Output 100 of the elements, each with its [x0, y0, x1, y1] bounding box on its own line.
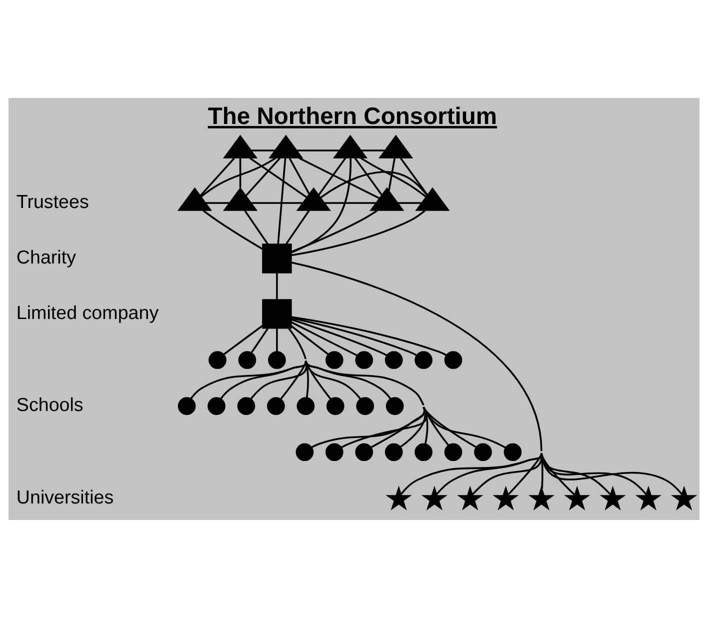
node-circle: [208, 397, 226, 415]
connector: [245, 158, 281, 196]
node-circle: [238, 351, 256, 369]
connector: [341, 406, 427, 448]
node-circle: [268, 351, 286, 369]
node-triangle: [177, 187, 212, 211]
connector: [291, 317, 417, 356]
node-box: [262, 244, 292, 274]
connector: [400, 406, 426, 448]
connector: [280, 360, 307, 400]
connector: [388, 158, 396, 191]
node-circle: [237, 397, 256, 415]
node-circle: [384, 443, 403, 462]
node-triangle: [332, 134, 368, 158]
connector: [291, 316, 447, 356]
connector: [291, 210, 426, 256]
node-circle: [414, 351, 432, 369]
node-triangle: [378, 134, 414, 158]
node-circle: [414, 443, 432, 462]
connector: [202, 210, 264, 250]
node-box: [262, 299, 292, 329]
connector: [422, 406, 477, 448]
connector: [291, 210, 378, 253]
connector: [290, 321, 358, 356]
connector: [540, 452, 611, 495]
node-circle: [325, 351, 344, 369]
connector: [286, 210, 310, 244]
connector: [472, 453, 542, 495]
connector: [422, 406, 450, 446]
connector: [370, 406, 426, 448]
connector: [239, 158, 242, 188]
node-circle: [296, 443, 314, 462]
node-circle: [326, 397, 344, 415]
node-triangle: [222, 134, 258, 158]
label: Universities: [16, 486, 114, 508]
connector: [398, 202, 422, 204]
node-star: [492, 486, 519, 510]
node-triangle: [296, 187, 331, 211]
connector: [540, 452, 647, 495]
connector: [436, 453, 542, 495]
node-circle: [474, 443, 492, 462]
connector: [400, 158, 428, 196]
connector: [276, 272, 278, 300]
node-circle: [355, 351, 374, 369]
connector: [320, 171, 428, 198]
diagram-title: The Northern Consortium: [208, 102, 498, 130]
node-star: [528, 486, 554, 510]
node-star: [600, 486, 626, 510]
connector: [206, 202, 230, 204]
node-circle: [355, 443, 374, 462]
connector: [249, 157, 307, 198]
node-circle: [356, 397, 374, 415]
node-circle: [208, 351, 226, 369]
label: Limited company: [16, 302, 159, 324]
connector: [422, 406, 428, 444]
node-circle: [384, 351, 403, 369]
connector: [304, 360, 392, 400]
node-star: [421, 486, 448, 510]
node-triangle: [268, 134, 304, 158]
connector: [304, 360, 426, 448]
connector: [360, 157, 426, 198]
connector: [324, 202, 376, 204]
node-circle: [325, 443, 344, 462]
label: Charity: [16, 246, 76, 268]
label: Trustees: [16, 191, 89, 212]
connector: [250, 360, 308, 400]
node-triangle: [370, 187, 404, 211]
node-circle: [178, 397, 196, 415]
node-star: [671, 486, 698, 510]
connector: [508, 452, 542, 495]
connector: [318, 158, 346, 196]
connector: [200, 157, 276, 198]
connector: [244, 210, 268, 244]
node-circle: [267, 397, 285, 415]
connector: [251, 202, 302, 204]
node-circle: [504, 443, 522, 462]
connector: [354, 158, 382, 196]
connector: [276, 328, 278, 352]
node-triangle: [415, 187, 450, 211]
connector: [190, 328, 307, 400]
node-circle: [386, 397, 404, 415]
node-star: [564, 486, 590, 510]
connector: [540, 452, 576, 496]
label: Schools: [16, 394, 84, 416]
node-circle: [444, 443, 462, 462]
node-circle: [296, 397, 315, 415]
connector: [288, 158, 310, 194]
connector: [277, 158, 286, 244]
connector: [361, 150, 385, 152]
node-circle: [444, 351, 462, 369]
node-star: [386, 486, 412, 510]
connector: [298, 157, 380, 199]
connector: [422, 406, 506, 448]
connector: [291, 158, 352, 254]
connector: [220, 360, 307, 400]
connector: [223, 324, 264, 356]
connector: [304, 360, 361, 400]
connector: [304, 360, 309, 398]
connector: [251, 328, 269, 353]
node-star: [635, 486, 662, 510]
